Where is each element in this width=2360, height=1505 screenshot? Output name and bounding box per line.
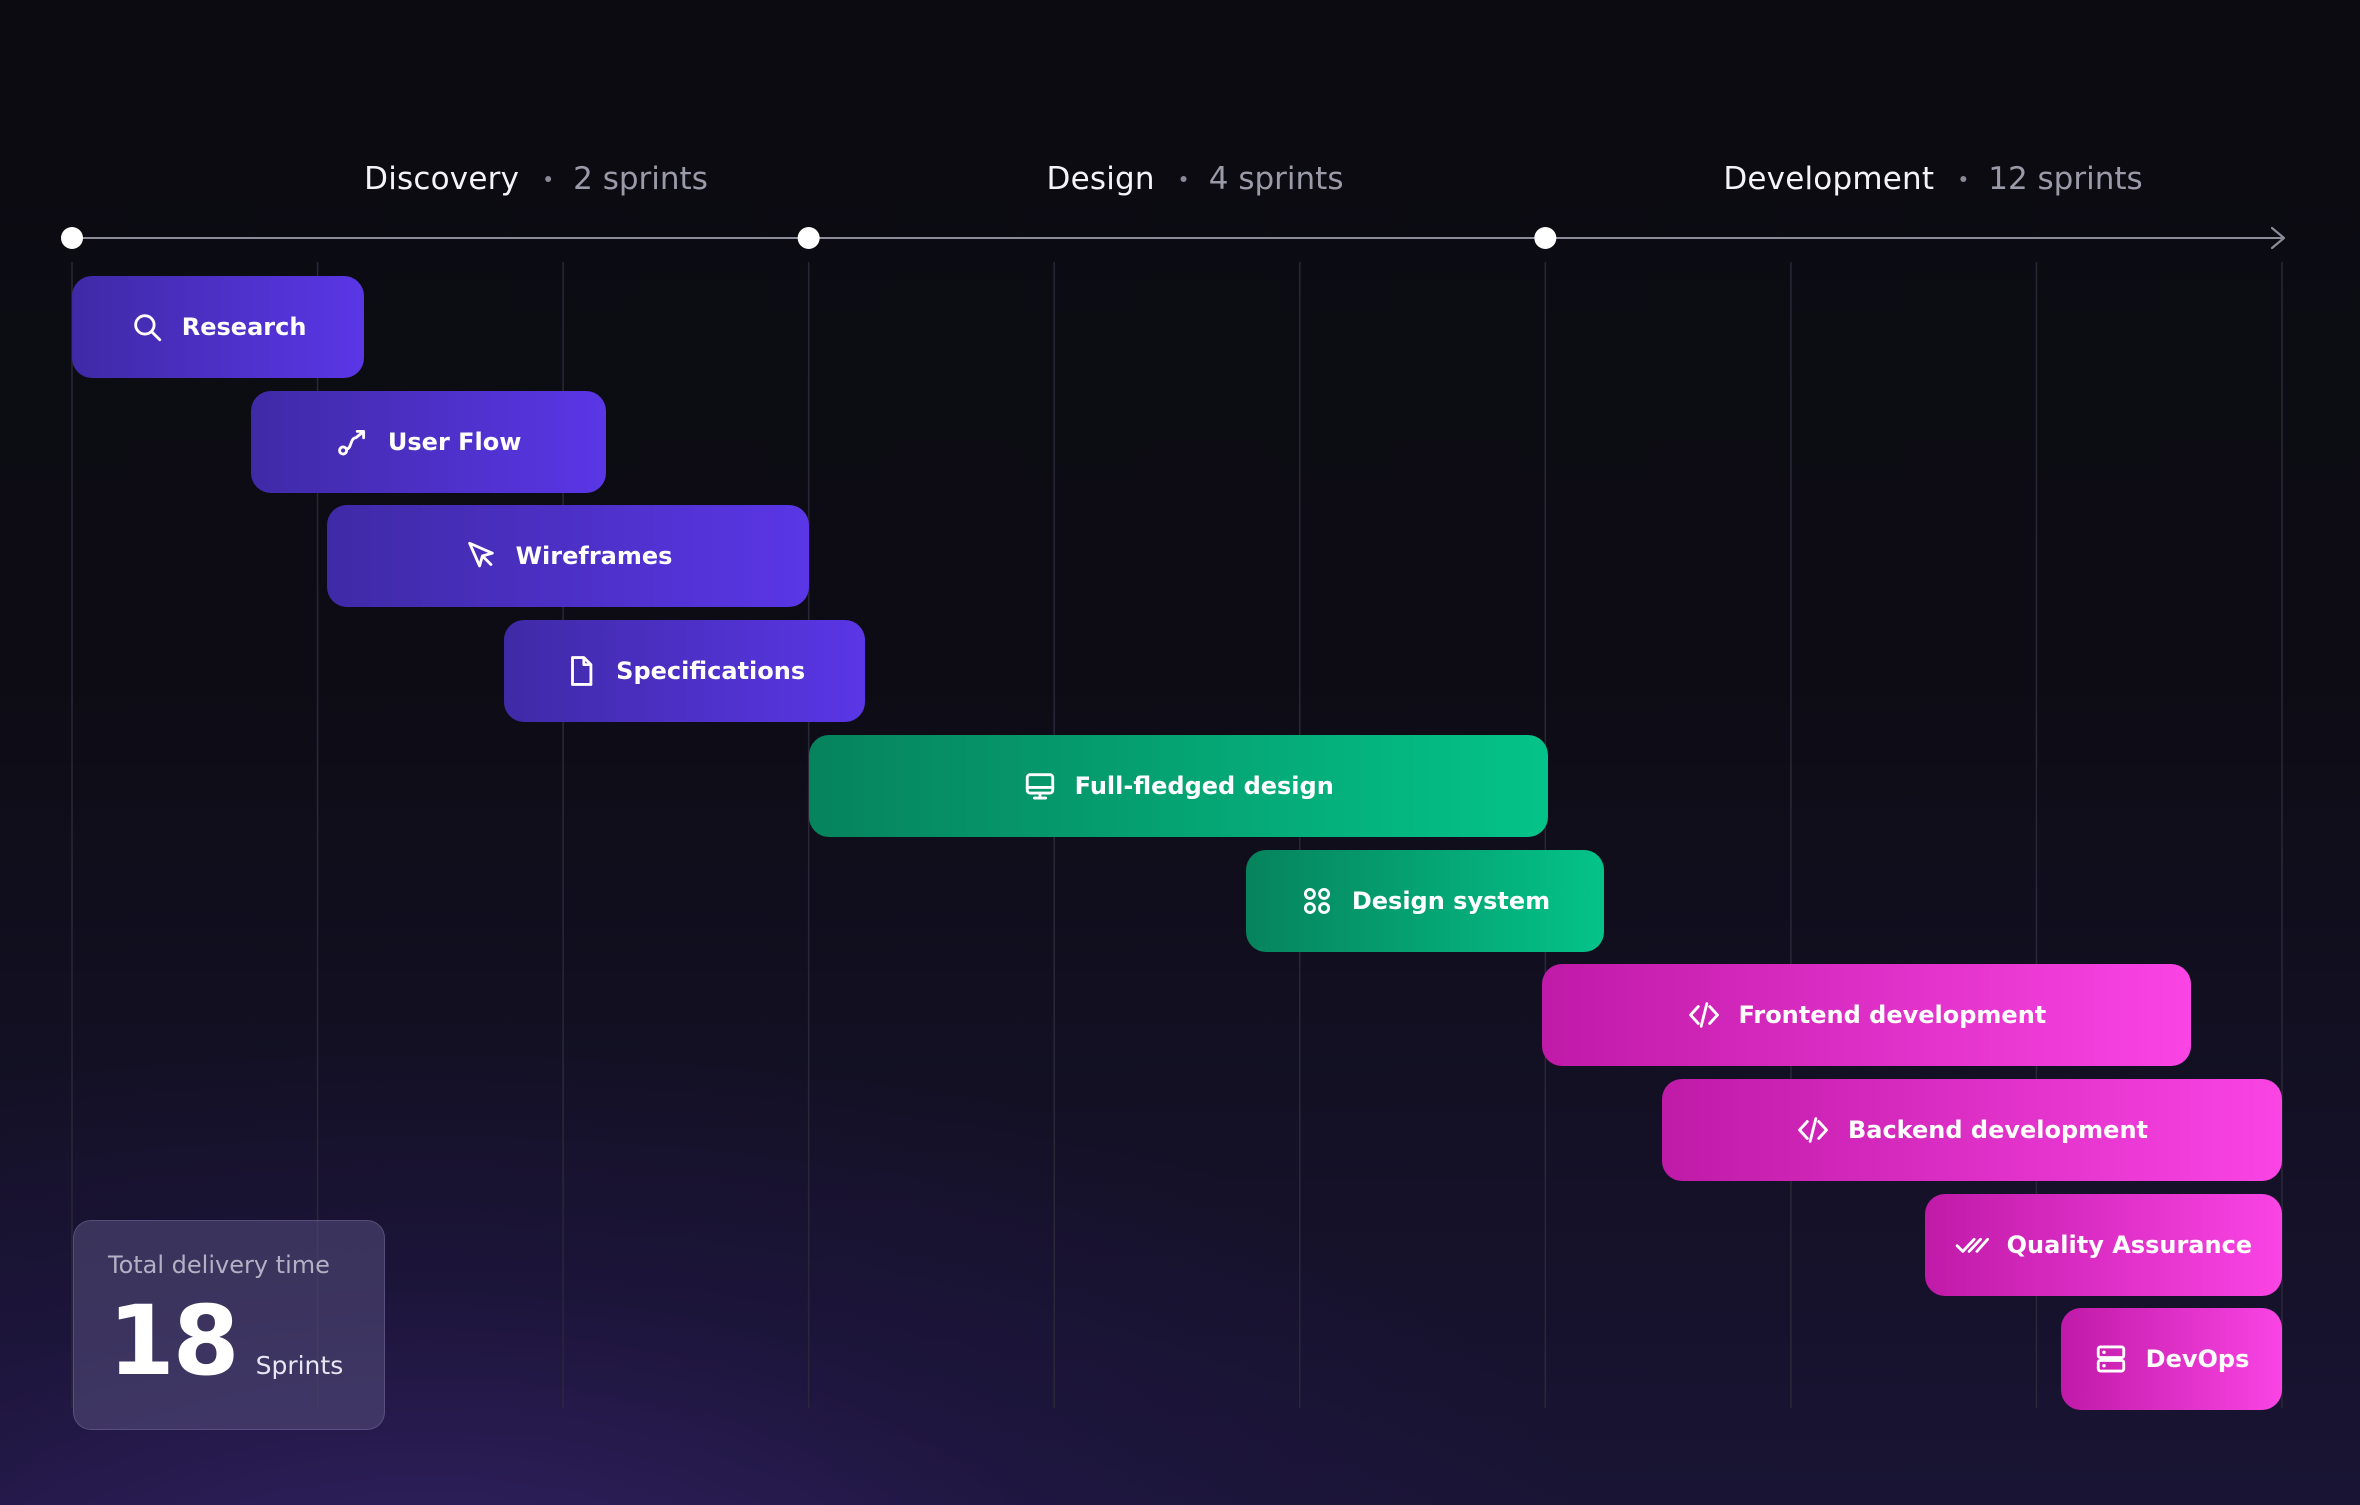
task-label: Wireframes	[515, 542, 673, 571]
task-bar-full-fledged-design[interactable]: Full-fledged design	[808, 734, 1548, 837]
task-bar-research[interactable]: Research	[72, 276, 365, 378]
milestones	[61, 227, 1557, 249]
task-bar-frontend-development[interactable]: Frontend development	[1541, 964, 2192, 1067]
task-label: Design system	[1351, 886, 1551, 915]
route-icon	[336, 425, 370, 459]
server-icon	[2094, 1342, 2128, 1376]
separator-dot-icon	[1180, 176, 1187, 182]
separator-dot-icon	[545, 176, 552, 182]
total-delivery-card: Total delivery time 18 Sprints	[73, 1220, 385, 1430]
task-label: Specifications	[616, 657, 806, 686]
total-delivery-value: 18	[108, 1285, 240, 1397]
separator-dot-icon	[1960, 176, 1967, 182]
double-check-icon	[1955, 1228, 1989, 1262]
search-icon	[130, 310, 164, 344]
components-icon	[1300, 884, 1334, 918]
total-delivery-unit: Sprints	[255, 1351, 344, 1380]
arrow-right-icon	[2270, 226, 2286, 250]
milestone-dot	[1534, 227, 1557, 249]
task-bar-wireframes[interactable]: Wireframes	[327, 505, 809, 608]
phase-development: Development 12 sprints	[1723, 158, 2142, 200]
phase-name: Development	[1723, 161, 1935, 197]
task-bar-devops[interactable]: DevOps	[2061, 1308, 2282, 1411]
task-label: User Flow	[387, 427, 522, 456]
total-delivery-row: 18 Sprints	[108, 1293, 350, 1389]
milestone-dot	[61, 227, 83, 249]
phase-design: Design 4 sprints	[1047, 158, 1344, 200]
task-bar-quality-assurance[interactable]: Quality Assurance	[1924, 1193, 2282, 1296]
code-icon	[1687, 998, 1721, 1032]
phase-duration: 4 sprints	[1208, 161, 1344, 197]
task-label: Full-fledged design	[1074, 771, 1334, 800]
task-bar-design-system[interactable]: Design system	[1245, 849, 1605, 952]
phase-duration: 12 sprints	[1988, 161, 2143, 197]
document-icon	[564, 654, 598, 688]
task-label: Quality Assurance	[2006, 1230, 2253, 1259]
task-label: DevOps	[2145, 1345, 2250, 1374]
milestone-dot	[797, 227, 820, 249]
phase-duration: 2 sprints	[573, 161, 708, 197]
task-label: Research	[181, 313, 307, 341]
code-icon	[1796, 1113, 1830, 1147]
task-bar-backend-development[interactable]: Backend development	[1661, 1078, 2282, 1181]
task-label: Backend development	[1847, 1115, 2148, 1144]
task-bar-specifications[interactable]: Specifications	[504, 620, 866, 723]
monitor-icon	[1023, 769, 1057, 803]
total-delivery-label: Total delivery time	[108, 1251, 330, 1279]
task-bar-user-flow[interactable]: User Flow	[251, 390, 607, 493]
cursor-icon	[464, 539, 498, 573]
phase-discovery: Discovery 2 sprints	[364, 158, 708, 200]
phase-name: Discovery	[364, 161, 520, 197]
task-label: Frontend development	[1738, 1001, 2047, 1030]
phase-name: Design	[1046, 161, 1155, 197]
